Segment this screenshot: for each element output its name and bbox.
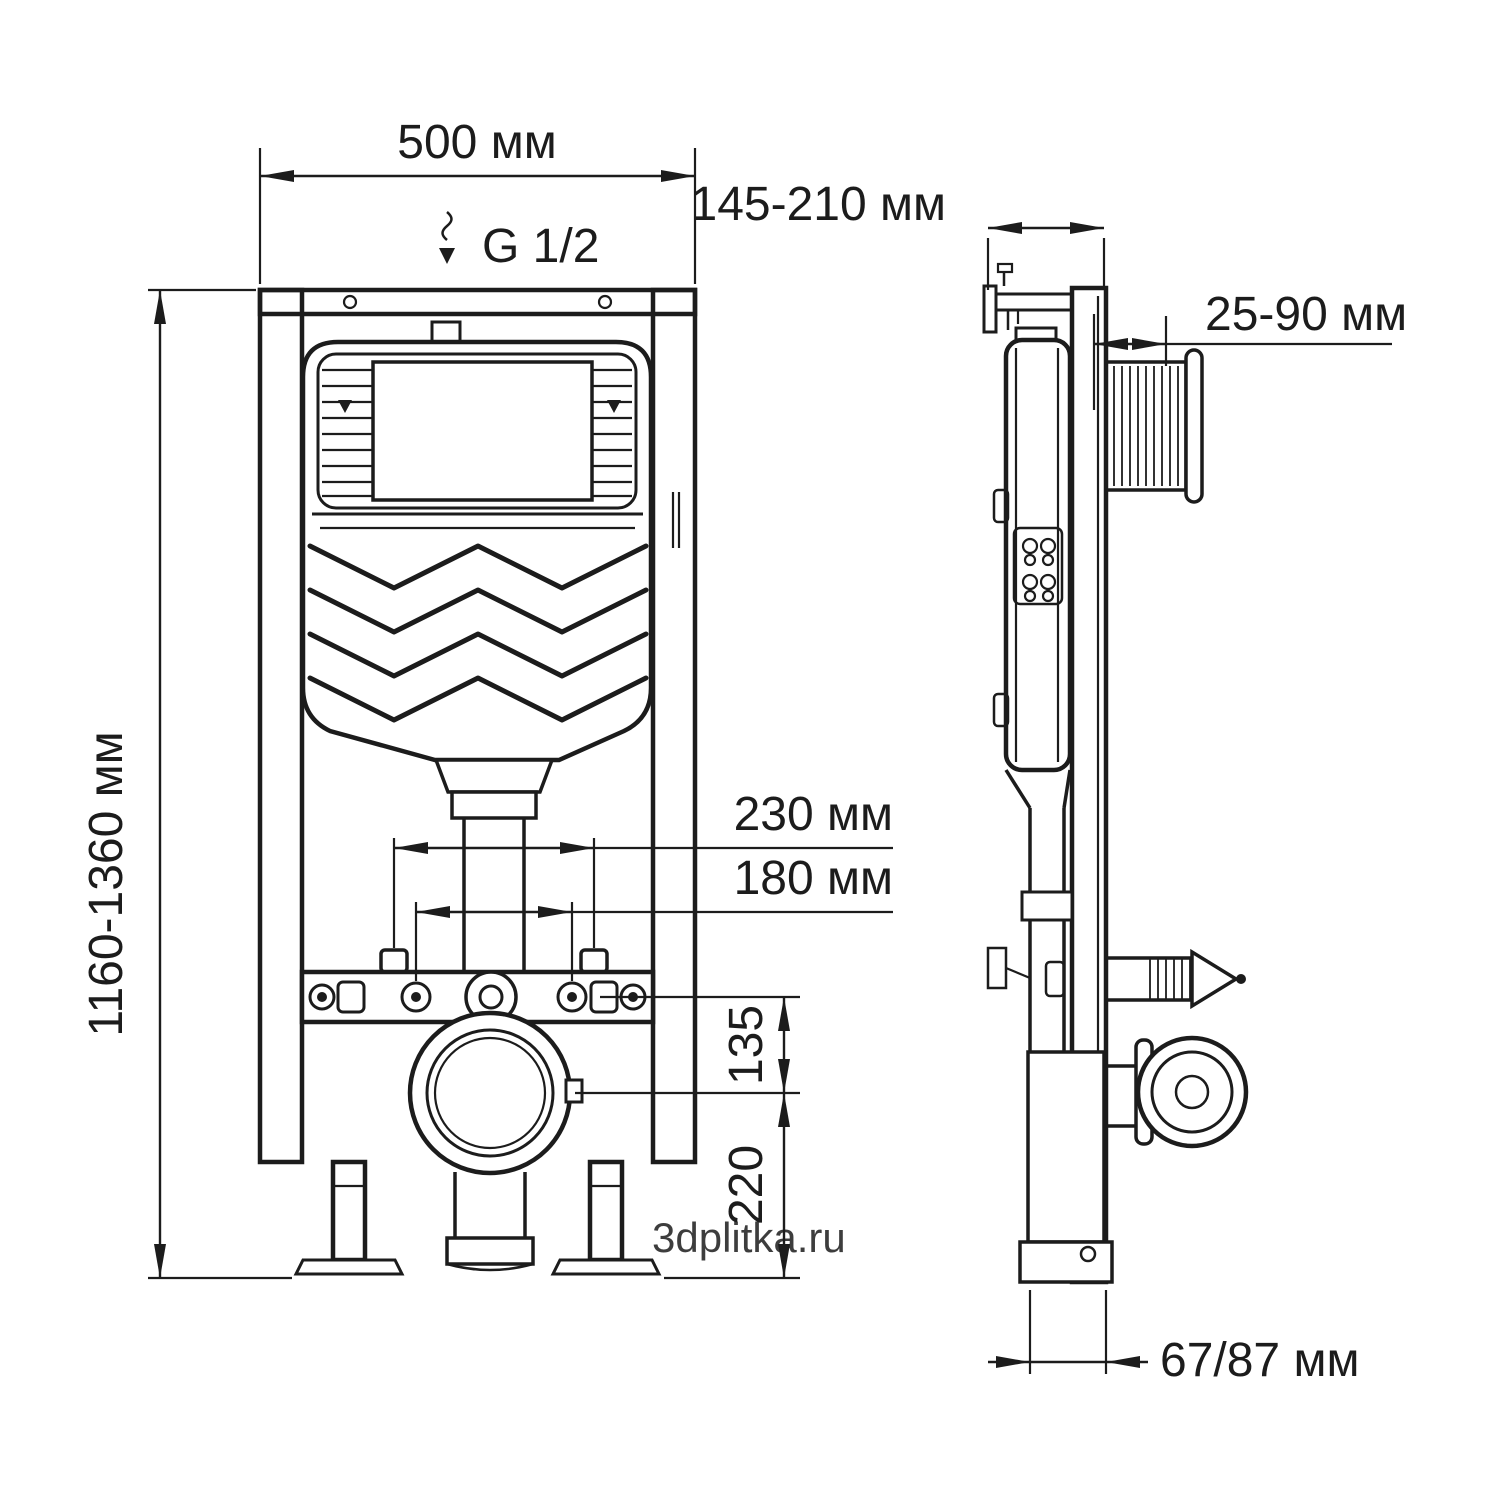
- access-frame: [316, 352, 638, 510]
- bolt-hole-right: [556, 981, 588, 1013]
- outlet-socket: [1135, 1035, 1249, 1149]
- drain-pipe: [1026, 1050, 1106, 1244]
- side-view: 145-210 мм: [691, 178, 1408, 1387]
- inlet-label: G 1/2: [482, 220, 599, 273]
- dim-outlet-depth-label: 67/87 мм: [1160, 1334, 1359, 1387]
- inlet-arrow-icon: [439, 248, 455, 264]
- marker-triangle-left: [338, 400, 352, 413]
- valve-detail: [1021, 537, 1057, 603]
- dim-outlet-height-label: 220: [720, 1145, 773, 1225]
- dim-stud-spacing: 230 мм: [392, 788, 893, 948]
- stud-tab-right: [579, 948, 609, 974]
- front-view: 500 мм G 1/2: [80, 116, 893, 1280]
- inlet-fitting: [430, 320, 462, 344]
- pipe-bracket: [986, 946, 1008, 990]
- cistern-front: [300, 339, 654, 763]
- dim-outlet-offset-label: 135: [720, 1005, 773, 1085]
- mounting-crossbar: [299, 948, 656, 1025]
- dim-height: 1160-1360 мм: [80, 288, 292, 1280]
- dim-width: 500 мм: [258, 116, 697, 284]
- dim-button-depth-label: 25-90 мм: [1205, 288, 1407, 341]
- dim-depth: 145-210 мм: [691, 178, 1106, 290]
- foot-left: [293, 1258, 405, 1276]
- dim-bolt-spacing-label: 180 мм: [734, 852, 893, 905]
- mounting-stud: [1106, 948, 1246, 1010]
- dim-width-label: 500 мм: [397, 116, 556, 169]
- clip-lower: [992, 692, 1010, 728]
- leg-left: [330, 1159, 368, 1263]
- water-level-waves: [307, 543, 649, 723]
- marker-triangle-right: [607, 400, 621, 413]
- flush-plate-opening: [371, 360, 594, 502]
- dim-bolt-spacing: 180 мм: [414, 852, 893, 981]
- button-plate: [1184, 348, 1204, 504]
- bolt-hole-left: [400, 981, 432, 1013]
- waste-outlet: [407, 1010, 584, 1272]
- dim-stud-spacing-label: 230 мм: [734, 788, 893, 841]
- cistern-side: [992, 326, 1073, 773]
- dim-outlet-depth: 67/87 мм: [988, 1290, 1359, 1387]
- watermark: 3dplitka.ru: [652, 1214, 846, 1261]
- valve-mechanism: [1012, 526, 1064, 606]
- water-inlet: G 1/2: [430, 211, 599, 344]
- foot-right: [550, 1258, 662, 1276]
- flush-button-assembly: [1104, 348, 1204, 504]
- dim-outlet-height: 220: [664, 1093, 800, 1280]
- rail-right: [650, 287, 698, 1165]
- side-pipes: [986, 769, 1249, 1284]
- clip-upper: [992, 488, 1010, 524]
- dim-outlet-offset: 135: [575, 995, 800, 1095]
- wall-bracket: [982, 262, 1074, 334]
- dim-button-depth: 25-90 мм: [1092, 288, 1407, 410]
- dim-height-label: 1160-1360 мм: [80, 731, 133, 1036]
- water-squiggle-icon: [441, 211, 453, 241]
- flush-pipe: [433, 758, 555, 1040]
- dim-depth-label: 145-210 мм: [691, 178, 947, 231]
- rail-left: [257, 287, 305, 1165]
- button-hatch: [1113, 366, 1179, 486]
- leg-right: [587, 1159, 625, 1263]
- stud-tab-left: [379, 948, 409, 974]
- drain-sleeve: [1018, 1240, 1114, 1284]
- top-hole-right: [597, 294, 613, 310]
- frame-structure: [257, 287, 698, 1276]
- top-hole-left: [342, 294, 358, 310]
